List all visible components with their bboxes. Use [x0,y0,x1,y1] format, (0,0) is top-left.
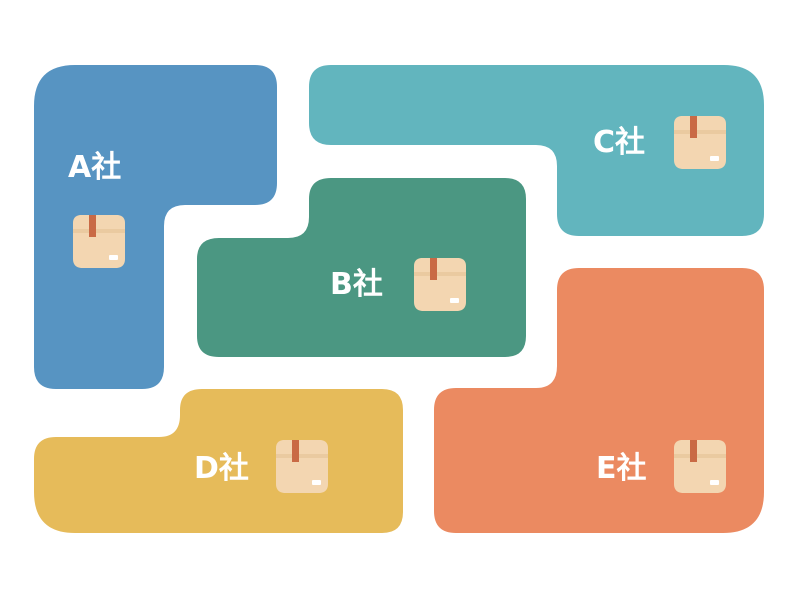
region-b: B社 [197,178,526,357]
region-a: A社 [34,65,277,389]
region-d-shape [34,389,403,533]
package-box-icon [414,258,466,311]
region-a-label: A社 [68,150,121,185]
package-box-icon [674,116,726,169]
region-d-label: D社 [194,451,249,486]
region-d: D社 [34,389,403,533]
region-c-label: C社 [593,125,645,160]
package-box-icon [276,440,328,493]
region-b-label: B社 [330,267,383,302]
region-e-label: E社 [596,451,647,486]
package-box-icon [674,440,726,493]
region-b-shape [197,178,526,357]
region-c-shape [309,65,764,236]
package-box-icon [73,215,125,268]
region-c: C社 [309,65,764,236]
region-a-shape [34,65,277,389]
region-e: E社 [434,268,764,533]
